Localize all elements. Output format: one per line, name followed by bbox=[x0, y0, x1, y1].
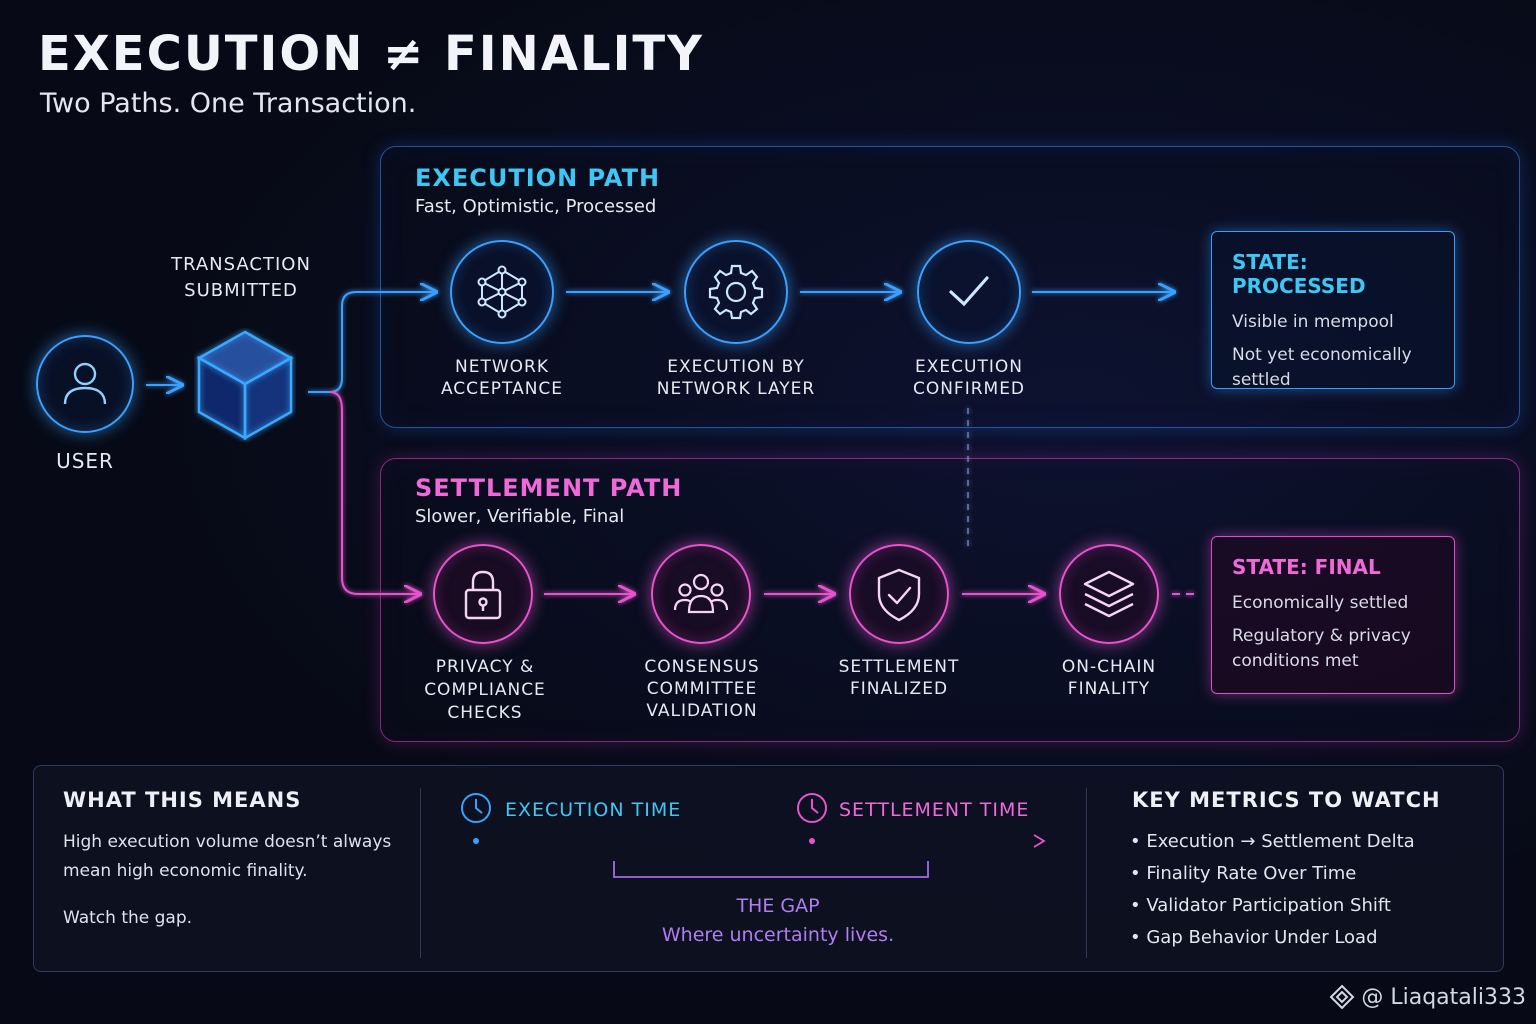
state-processed-box: STATE: PROCESSED Visible in mempool Not … bbox=[1211, 231, 1455, 390]
consensus-committee-node bbox=[651, 544, 751, 644]
summary-panel bbox=[33, 765, 1504, 972]
lock-icon bbox=[464, 570, 502, 620]
transaction-label: TRANSACTION SUBMITTED bbox=[171, 254, 311, 301]
execution-time-label: EXECUTION TIME bbox=[505, 799, 682, 821]
step-label-network-acceptance: NETWORK ACCEPTANCE bbox=[440, 357, 564, 399]
network-nodes-icon bbox=[477, 265, 527, 319]
settlement-path-title: SETTLEMENT PATH bbox=[415, 474, 683, 502]
step-label-consensus-committee: CONSENSUS COMMITTEE VALIDATION bbox=[644, 657, 760, 721]
watermark: @ Liaqatali333 bbox=[1329, 984, 1526, 1010]
step-label-privacy-compliance: PRIVACY & COMPLIANCE CHECKS bbox=[424, 657, 546, 723]
state-final-line-2: Regulatory & privacy conditions met bbox=[1232, 626, 1411, 671]
diamond-logo-icon bbox=[1329, 984, 1355, 1010]
clock-icon bbox=[797, 793, 827, 823]
on-chain-finality-node bbox=[1059, 544, 1159, 644]
settlement-finalized-node bbox=[849, 544, 949, 644]
gap-subtitle: Where uncertainty lives. bbox=[661, 924, 895, 946]
checkmark-icon bbox=[949, 276, 989, 307]
divider-right bbox=[1086, 788, 1087, 958]
execution-by-network-layer-node bbox=[684, 240, 788, 344]
key-metrics-title: KEY METRICS TO WATCH bbox=[1132, 788, 1441, 812]
user-icon bbox=[63, 362, 107, 405]
user-node bbox=[36, 335, 134, 433]
metric-item: • Execution → Settlement Delta bbox=[1130, 831, 1415, 852]
state-final-title: STATE: FINAL bbox=[1232, 555, 1381, 579]
settlement-time-label: SETTLEMENT TIME bbox=[839, 799, 1030, 821]
cube-icon bbox=[196, 330, 294, 441]
gear-icon bbox=[708, 264, 764, 320]
shield-check-icon bbox=[877, 568, 921, 622]
metric-item: • Gap Behavior Under Load bbox=[1130, 927, 1378, 948]
metric-item: • Finality Rate Over Time bbox=[1130, 863, 1357, 884]
step-label-settlement-finalized: SETTLEMENT FINALIZED bbox=[838, 657, 960, 699]
state-final-line-1: Economically settled bbox=[1232, 593, 1409, 613]
settlement-path-subtitle: Slower, Verifiable, Final bbox=[415, 506, 625, 527]
execution-path-subtitle: Fast, Optimistic, Processed bbox=[415, 196, 657, 217]
step-label-on-chain-finality: ON-CHAIN FINALITY bbox=[1061, 657, 1157, 699]
what-this-means-title: WHAT THIS MEANS bbox=[63, 788, 302, 812]
metric-item: • Validator Participation Shift bbox=[1130, 895, 1391, 916]
page-subtitle: Two Paths. One Transaction. bbox=[40, 88, 417, 119]
step-label-execution-by-network-layer: EXECUTION BY NETWORK LAYER bbox=[656, 357, 816, 399]
step-label-execution-confirmed: EXECUTION CONFIRMED bbox=[912, 357, 1026, 399]
user-label: USER bbox=[56, 449, 114, 473]
network-acceptance-node bbox=[450, 240, 554, 344]
privacy-compliance-node bbox=[433, 544, 533, 644]
clock-icon bbox=[461, 793, 491, 823]
settlement-path-panel bbox=[380, 458, 1520, 742]
state-processed-line-2: Not yet economically settled bbox=[1232, 345, 1412, 390]
watermark-text: @ Liaqatali333 bbox=[1361, 984, 1526, 1010]
state-final-box: STATE: FINAL Economically settled Regula… bbox=[1211, 536, 1455, 694]
state-processed-line-1: Visible in mempool bbox=[1232, 312, 1394, 332]
timeline-graphic bbox=[461, 793, 1046, 878]
state-processed-title: STATE: PROCESSED bbox=[1232, 250, 1366, 298]
group-icon bbox=[673, 573, 729, 614]
execution-confirmed-node bbox=[917, 240, 1021, 344]
watch-the-gap-text: Watch the gap. bbox=[63, 908, 193, 928]
gap-title: THE GAP bbox=[736, 895, 820, 917]
divider-left bbox=[420, 788, 421, 958]
page-title: EXECUTION ≠ FINALITY bbox=[38, 26, 704, 82]
layers-icon bbox=[1083, 570, 1135, 618]
execution-path-title: EXECUTION PATH bbox=[415, 164, 661, 192]
key-metrics-list: • Execution → Settlement Delta • Finalit… bbox=[1130, 826, 1415, 954]
transaction-cube bbox=[194, 328, 296, 442]
what-this-means-text: High execution volume doesn’t always mea… bbox=[63, 832, 392, 881]
execution-path-panel bbox=[380, 146, 1520, 428]
